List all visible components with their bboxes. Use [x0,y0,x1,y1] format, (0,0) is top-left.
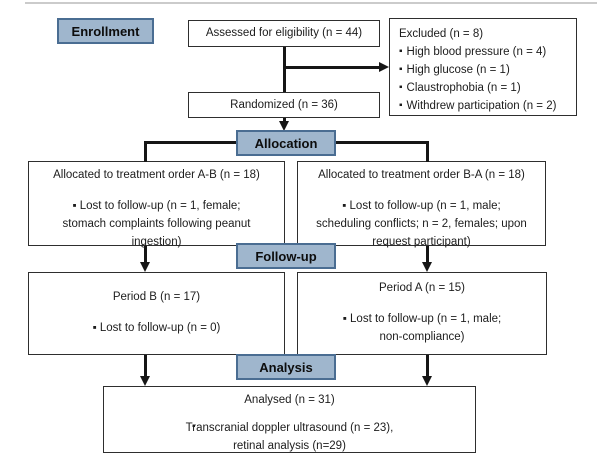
period-a-lost-note: ▪ Lost to follow-up (n = 1, male; non-co… [342,312,502,344]
assessed-box: Assessed for eligibility (n = 44) [188,20,380,47]
allocation-stage-label: Allocation [236,130,336,156]
connector-assessed-to-randomized [282,47,286,92]
bullet-icon: ▪ [399,64,403,75]
analysed-detail-text: Transcranial doppler ultrasound (n = 23)… [185,421,394,453]
allocated-ab-box: Allocated to treatment order A-B (n = 18… [28,161,285,248]
bullet-icon: ▪ [399,46,403,57]
excluded-item: ▪ Withdrew participation (n = 2) [399,97,568,115]
period-a-box: Period A (n = 15) ▪ Lost to follow-up (n… [297,272,547,355]
excluded-item-text: Claustrophobia (n = 1) [406,82,521,94]
arrowhead-allocation-icon [278,121,289,131]
connector-allocright-to-perioda [425,246,429,263]
elbow-right-vertical [425,140,429,162]
elbow-left-horizontal [145,140,237,144]
elbow-right-horizontal [335,140,429,144]
period-b-title: Period B (n = 17) [112,291,201,304]
analysed-box: Analysed (n = 31) ▪ Transcranial doppler… [103,386,476,453]
allocation-stage-text: Allocation [254,135,318,151]
assessed-text: Assessed for eligibility (n = 44) [205,27,363,40]
period-b-box: Period B (n = 17) ▪ Lost to follow-up (n… [28,272,285,355]
period-a-title: Period A (n = 15) [379,282,465,295]
period-b-lost-note: ▪ Lost to follow-up (n = 0) [92,322,221,335]
excluded-item: ▪ High blood pressure (n = 4) [399,43,568,61]
elbow-left-vertical [143,140,147,162]
connector-allocleft-to-periodb [143,246,147,263]
arrowhead-excluded-icon [379,61,389,72]
enrollment-stage-text: Enrollment [71,23,140,39]
allocated-ab-title: Allocated to treatment order A-B (n = 18… [53,169,260,181]
bullet-icon: ▪ [399,82,403,93]
excluded-item-text: Withdrew participation (n = 2) [406,100,557,112]
connector-periodb-to-analysed [143,355,147,377]
connector-to-excluded [284,65,379,69]
enrollment-stage-label: Enrollment [57,18,154,44]
allocated-ba-box: Allocated to treatment order B-A (n = 18… [297,161,546,248]
excluded-item-text: High blood pressure (n = 4) [406,46,547,58]
analysis-stage-label: Analysis [236,354,336,380]
randomized-box: Randomized (n = 36) [188,92,380,118]
arrowhead-periodb-icon [139,262,150,272]
excluded-item: ▪ Claustrophobia (n = 1) [399,79,568,97]
randomized-text: Randomized (n = 36) [230,98,338,111]
allocated-ab-lost-note: ▪ Lost to follow-up (n = 1, female; stom… [62,199,251,249]
analysed-detail-row: ▪ Transcranial doppler ultrasound (n = 2… [104,419,475,456]
analysed-title: Analysed (n = 31) [244,394,335,406]
excluded-item-text: High glucose (n = 1) [406,64,510,76]
bullet-icon: ▪ [399,100,403,111]
arrowhead-analysed-left-icon [139,376,150,386]
excluded-item: ▪ High glucose (n = 1) [399,61,568,79]
followup-stage-label: Follow-up [236,243,336,269]
connector-perioda-to-analysed [425,355,429,377]
arrowhead-perioda-icon [421,262,432,272]
excluded-box: Excluded (n = 8) ▪ High blood pressure (… [389,18,577,116]
bullet-icon: ▪ [192,420,196,432]
arrowhead-analysed-right-icon [421,376,432,386]
allocated-ba-title: Allocated to treatment order B-A (n = 18… [318,169,525,181]
allocated-ba-lost-note: ▪ Lost to follow-up (n = 1, male; schedu… [316,199,527,249]
excluded-header: Excluded (n = 8) [399,28,484,40]
analysis-stage-text: Analysis [259,359,313,375]
top-divider [25,2,597,4]
followup-stage-text: Follow-up [255,248,317,264]
